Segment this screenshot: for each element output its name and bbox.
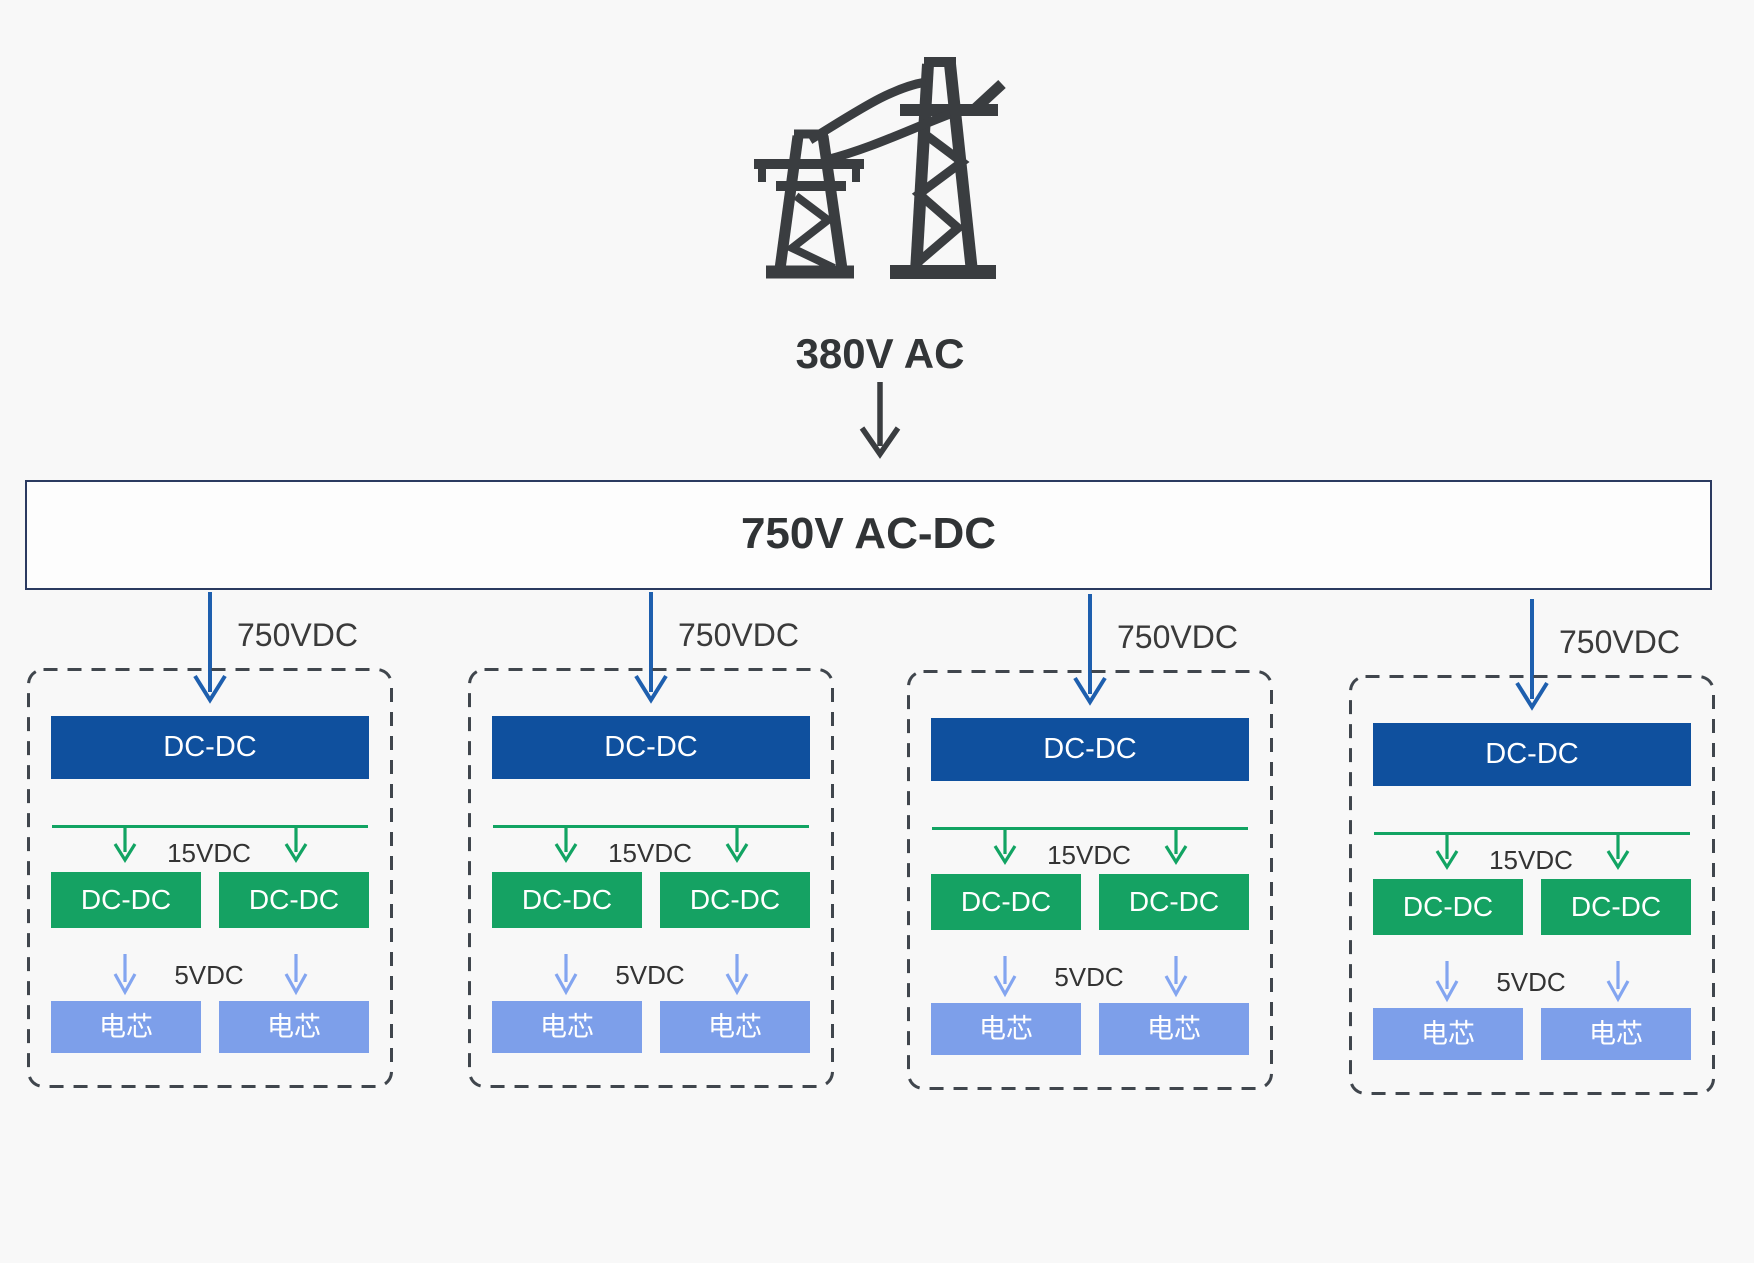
mid-bus-voltage-label: 15VDC: [608, 838, 692, 868]
mid-bus-line: [52, 825, 368, 828]
mid-bus-arrow-icon: [1606, 833, 1630, 871]
primary-dcdc-box: DC-DC: [51, 716, 369, 779]
input-750vdc-arrow-icon: [1073, 594, 1107, 706]
secondary-dcdc-box: DC-DC: [1541, 879, 1691, 935]
dcdc-module: 750VDC DC-DC 15VDC DC-DC DC-DC 5VDC: [468, 560, 834, 1105]
dcdc-module: 750VDC DC-DC 15VDC DC-DC DC-DC 5VDC: [1349, 567, 1715, 1112]
input-voltage-label: 750VDC: [1559, 624, 1680, 660]
dcdc-module: 750VDC DC-DC 15VDC DC-DC DC-DC 5VDC: [907, 562, 1273, 1107]
cell-bus-voltage-label: 5VDC: [1496, 967, 1566, 997]
battery-cell-box: 电芯: [931, 1003, 1081, 1055]
cell-bus-arrow-icon: [554, 954, 578, 996]
secondary-dcdc-box: DC-DC: [1373, 879, 1523, 935]
cell-bus-voltage-label: 5VDC: [1054, 962, 1124, 992]
cell-bus-arrow-icon: [1164, 956, 1188, 998]
primary-dcdc-box: DC-DC: [1373, 723, 1691, 786]
input-750vdc-arrow-icon: [634, 592, 668, 704]
mid-bus-voltage-label: 15VDC: [167, 838, 251, 868]
input-voltage-label: 750VDC: [237, 617, 358, 653]
mid-bus-voltage-label: 15VDC: [1489, 845, 1573, 875]
battery-cell-box: 电芯: [51, 1001, 201, 1053]
cell-bus-arrow-icon: [1606, 961, 1630, 1003]
secondary-dcdc-box: DC-DC: [931, 874, 1081, 930]
secondary-dcdc-box: DC-DC: [219, 872, 369, 928]
mid-bus-arrow-icon: [113, 826, 137, 864]
acdc-converter-label: 750V AC-DC: [740, 509, 997, 558]
acdc-converter-box: 750V AC-DC: [25, 480, 1712, 590]
grid-to-acdc-arrow-icon: [859, 382, 901, 459]
cell-bus-arrow-icon: [284, 954, 308, 996]
input-750vdc-arrow-icon: [193, 592, 227, 704]
cell-bus-voltage-label: 5VDC: [615, 960, 685, 990]
mid-bus-voltage-label: 15VDC: [1047, 840, 1131, 870]
battery-cell-box: 电芯: [1541, 1008, 1691, 1060]
transmission-tower-icon: [754, 57, 1006, 279]
primary-dcdc-box: DC-DC: [492, 716, 810, 779]
input-voltage-label: 750VDC: [678, 617, 799, 653]
cell-bus-arrow-icon: [1435, 961, 1459, 1003]
mid-bus-arrow-icon: [725, 826, 749, 864]
input-750vdc-arrow-icon: [1515, 599, 1549, 711]
mid-bus-line: [1374, 832, 1690, 835]
primary-dcdc-box: DC-DC: [931, 718, 1249, 781]
mid-bus-arrow-icon: [284, 826, 308, 864]
cell-bus-voltage-label: 5VDC: [174, 960, 244, 990]
source-voltage-label: 380V AC: [795, 330, 965, 377]
mid-bus-line: [932, 827, 1248, 830]
battery-cell-box: 电芯: [1099, 1003, 1249, 1055]
mid-bus-arrow-icon: [1435, 833, 1459, 871]
cell-bus-arrow-icon: [113, 954, 137, 996]
input-voltage-label: 750VDC: [1117, 619, 1238, 655]
cell-bus-arrow-icon: [725, 954, 749, 996]
mid-bus-arrow-icon: [993, 828, 1017, 866]
battery-cell-box: 电芯: [660, 1001, 810, 1053]
secondary-dcdc-box: DC-DC: [51, 872, 201, 928]
battery-cell-box: 电芯: [492, 1001, 642, 1053]
cell-bus-arrow-icon: [993, 956, 1017, 998]
mid-bus-arrow-icon: [554, 826, 578, 864]
mid-bus-line: [493, 825, 809, 828]
secondary-dcdc-box: DC-DC: [660, 872, 810, 928]
battery-cell-box: 电芯: [1373, 1008, 1523, 1060]
mid-bus-arrow-icon: [1164, 828, 1188, 866]
secondary-dcdc-box: DC-DC: [492, 872, 642, 928]
secondary-dcdc-box: DC-DC: [1099, 874, 1249, 930]
battery-cell-box: 电芯: [219, 1001, 369, 1053]
dcdc-module: 750VDC DC-DC 15VDC DC-DC DC-DC 5VDC: [27, 560, 393, 1105]
